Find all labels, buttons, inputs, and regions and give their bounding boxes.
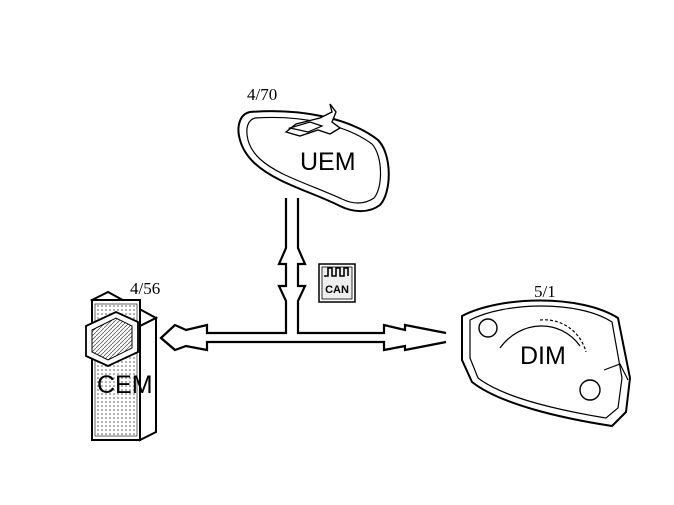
bus-branch-uem xyxy=(159,198,447,352)
dim-cluster-illustration xyxy=(461,299,632,428)
uem-ref-number: 4/70 xyxy=(247,85,277,104)
cem-label: CEM xyxy=(97,371,153,399)
uem-mirror-illustration xyxy=(237,103,390,213)
bus-lines xyxy=(160,324,176,351)
cem-ref-number: 4/56 xyxy=(130,279,160,298)
can-bus-label: CAN xyxy=(325,284,349,296)
cem-module-illustration xyxy=(85,290,159,442)
can-bus-wiring xyxy=(159,198,447,352)
can-bus-icon: CAN xyxy=(318,263,356,303)
dim-label: DIM xyxy=(520,342,566,370)
dim-ref-number: 5/1 xyxy=(534,282,556,301)
uem-label: UEM xyxy=(300,148,356,176)
bus-branch-upper xyxy=(296,198,447,335)
